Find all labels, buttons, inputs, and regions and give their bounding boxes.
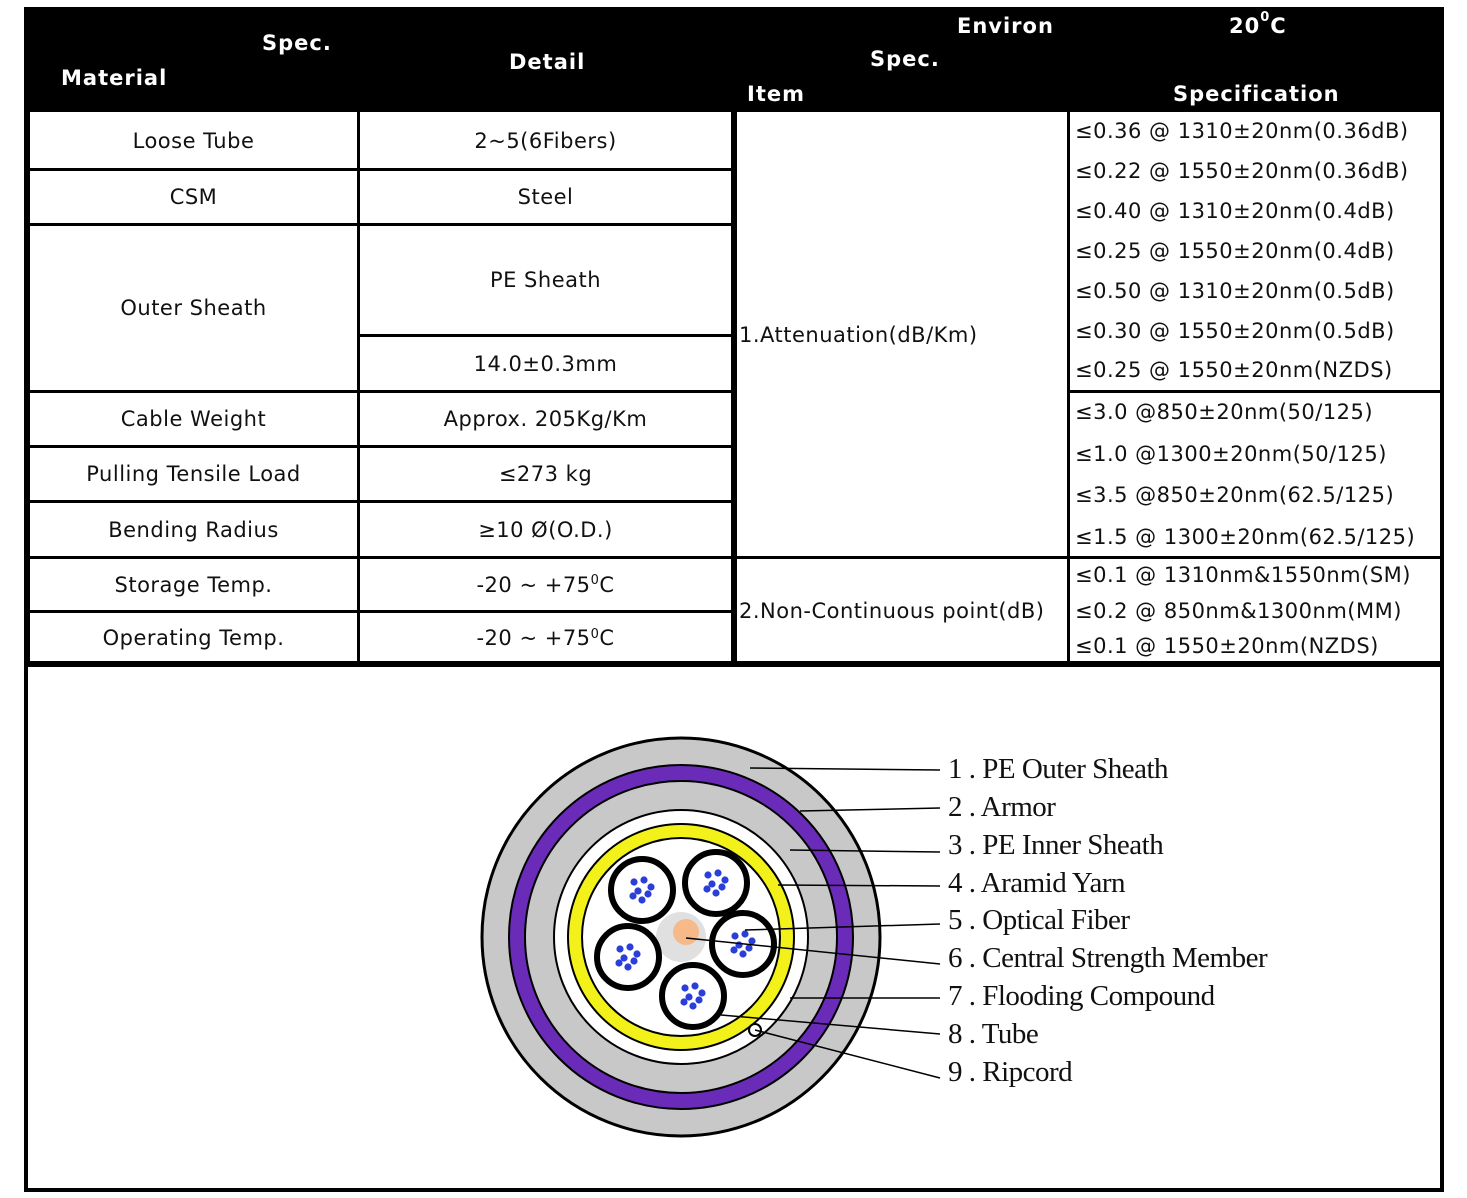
spec-line: ≤0.36 @ 1310±20nm(0.36dB) xyxy=(1075,119,1409,143)
optical-fiber xyxy=(629,892,637,900)
header-item: Item xyxy=(747,82,805,106)
optical-fiber xyxy=(689,1002,697,1010)
optical-fiber xyxy=(616,945,624,953)
optical-fiber xyxy=(640,876,648,884)
detail-pe-sheath: PE Sheath xyxy=(489,268,602,292)
spec-line: ≤0.30 @ 1550±20nm(0.5dB) xyxy=(1075,319,1395,343)
spec-line: ≤0.25 @ 1550±20nm(0.4dB) xyxy=(1075,239,1395,263)
spec-line: ≤0.40 @ 1310±20nm(0.4dB) xyxy=(1075,199,1395,223)
optical-fiber xyxy=(630,957,638,965)
optical-fiber xyxy=(731,932,739,940)
optical-fiber xyxy=(721,876,729,884)
diagram-label-armor: 2 . Armor xyxy=(948,791,1056,823)
header-spec-right: Spec. xyxy=(870,47,940,71)
spec-line: ≤0.1 @ 1550±20nm(NZDS) xyxy=(1075,634,1379,658)
material-storage-temp: Storage Temp. xyxy=(114,572,273,597)
optical-fiber xyxy=(730,946,738,954)
leader-lines xyxy=(685,767,941,1079)
diagram-label-central-strength-member: 6 . Central Strength Member xyxy=(948,942,1268,974)
loose-tubes xyxy=(594,849,777,1030)
optical-fiber xyxy=(708,880,716,888)
optical-fiber xyxy=(630,878,638,886)
optical-fiber xyxy=(695,996,703,1004)
material-pulling-tensile-load: Pulling Tensile Load xyxy=(86,462,301,486)
spec-line: ≤0.50 @ 1310±20nm(0.5dB) xyxy=(1075,279,1395,303)
header-detail: Detail xyxy=(509,50,586,74)
optical-fiber xyxy=(633,950,641,958)
header-temperature: 200C xyxy=(1229,10,1287,38)
optical-fiber xyxy=(748,937,756,945)
diagram-label-pe-inner-sheath: 3 . PE Inner Sheath xyxy=(948,829,1164,861)
optical-fiber xyxy=(681,984,689,992)
optical-fiber xyxy=(718,883,726,891)
optical-fiber xyxy=(685,993,693,1001)
spec-line: ≤0.1 @ 1310nm&1550nm(SM) xyxy=(1075,563,1411,587)
detail-bending-radius: ≥10 Ø(O.D.) xyxy=(478,517,613,542)
optical-fiber xyxy=(703,885,711,893)
header-material: Material xyxy=(61,66,168,90)
header-environ: Environ xyxy=(957,14,1054,38)
optical-fiber xyxy=(704,871,712,879)
spec-line: ≤0.25 @ 1550±20nm(NZDS) xyxy=(1075,358,1393,382)
header-specification: Specification xyxy=(1173,82,1340,106)
detail-pulling-tensile-load: ≤273 kg xyxy=(498,462,593,486)
material-csm: CSM xyxy=(169,185,218,209)
material-cable-weight: Cable Weight xyxy=(120,407,267,431)
material-outer-sheath: Outer Sheath xyxy=(120,296,267,320)
detail-cable-weight: Approx. 205Kg/Km xyxy=(443,407,648,431)
detail-csm: Steel xyxy=(517,185,574,209)
material-operating-temp: Operating Temp. xyxy=(102,626,285,650)
material-bending-radius: Bending Radius xyxy=(108,517,279,542)
optical-fiber xyxy=(745,944,753,952)
diagram-label-optical-fiber: 5 . Optical Fiber xyxy=(948,904,1130,936)
detail-loose-tube: 2~5(6Fibers) xyxy=(474,128,617,153)
optical-fiber xyxy=(644,890,652,898)
diagram-label-pe-outer-sheath: 1 . PE Outer Sheath xyxy=(948,753,1169,785)
spec-line: ≤1.5 @ 1300±20nm(62.5/125) xyxy=(1075,525,1416,549)
optical-fiber xyxy=(634,887,642,895)
loose-tube xyxy=(659,962,727,1030)
optical-fiber xyxy=(624,963,632,971)
optical-fiber xyxy=(620,954,628,962)
detail-outer-diameter: 14.0±0.3mm xyxy=(473,351,618,376)
spec-line: ≤1.0 @1300±20nm(50/125) xyxy=(1075,442,1387,466)
diagram-label-ripcord: 9 . Ripcord xyxy=(948,1056,1073,1088)
material-loose-tube: Loose Tube xyxy=(132,128,255,153)
optical-fiber xyxy=(615,959,623,967)
optical-fiber xyxy=(698,989,706,997)
diagram-label-flooding-compound: 7 . Flooding Compound xyxy=(948,980,1215,1012)
optical-fiber xyxy=(626,943,634,951)
optical-fiber xyxy=(712,889,720,897)
loose-tube xyxy=(682,849,750,917)
optical-fiber xyxy=(691,982,699,990)
spec-line: ≤0.2 @ 850nm&1300nm(MM) xyxy=(1075,599,1402,623)
optical-fiber xyxy=(739,950,747,958)
diagram-label-tube: 8 . Tube xyxy=(948,1018,1039,1050)
cable-rings xyxy=(480,736,882,1138)
central-strength-member xyxy=(673,919,699,945)
item-non-continuous-point: 2.Non-Continuous point(dB) xyxy=(739,599,1045,623)
spec-line: ≤3.0 @850±20nm(50/125) xyxy=(1075,400,1374,424)
header-spec-left: Spec. xyxy=(262,31,332,55)
loose-tube xyxy=(594,923,662,991)
diagram-label-aramid-yarn: 4 . Aramid Yarn xyxy=(948,867,1125,899)
loose-tube xyxy=(608,856,676,924)
optical-fiber xyxy=(647,883,655,891)
spec-line: ≤0.22 @ 1550±20nm(0.36dB) xyxy=(1075,159,1409,183)
table-header: Spec. Material Detail Environ 200C Spec.… xyxy=(28,10,1440,112)
spec-line: ≤3.5 @850±20nm(62.5/125) xyxy=(1075,483,1395,507)
item-attenuation: 1.Attenuation(dB/Km) xyxy=(739,322,978,347)
optical-fiber xyxy=(741,930,749,938)
optical-fiber xyxy=(680,998,688,1006)
optical-fiber xyxy=(638,896,646,904)
optical-fiber xyxy=(714,869,722,877)
